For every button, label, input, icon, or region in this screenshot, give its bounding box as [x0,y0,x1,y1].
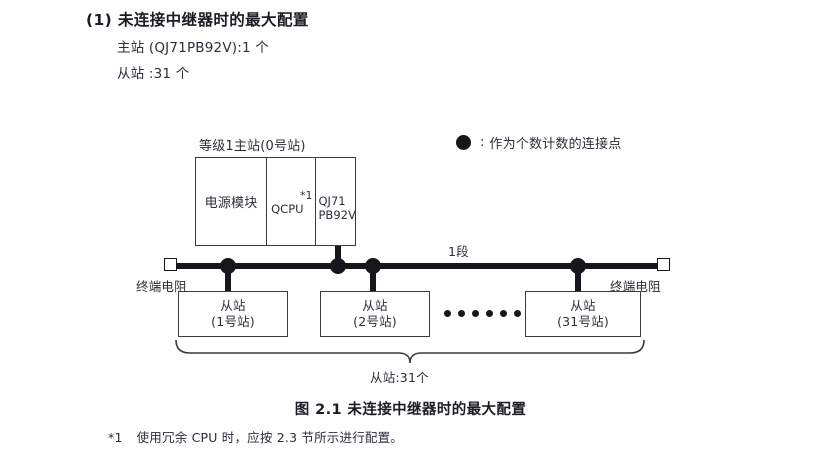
qcpu-label: QCPU [271,202,304,216]
power-module-label: 电源模块 [204,196,258,211]
footnote-text: 使用冗余 CPU 时，应按 2.3 节所示进行配置。 [136,430,403,445]
rack-cell-qj71pb92v: QJ71 PB92V [316,158,356,245]
spec-line-master: 主站 (QJ71PB92V):1 个 [117,40,269,56]
slave-station-number: (31号站) [557,314,609,329]
slave-drop-line [575,266,581,292]
section-heading: (1) 未连接中继器时的最大配置 [86,11,309,29]
master-station-label: 等级1主站(0号站) [199,139,306,154]
slave-title: 从站 [220,298,246,313]
spec-line-slave: 从站 :31 个 [117,66,190,82]
legend: : 作为个数计数的连接点 [456,133,621,152]
terminator-square-left-icon [164,258,177,271]
filled-circle-icon [456,135,471,150]
slave-title: 从站 [570,298,596,313]
master-drop-line [335,246,341,266]
master-rack: 电源模块 *1 QCPU QJ71 PB92V [195,157,356,246]
slave-station-number: (2号站) [353,314,397,329]
figure-caption: 图 2.1 未连接中继器时的最大配置 [294,402,527,418]
footnote: *1 使用冗余 CPU 时，应按 2.3 节所示进行配置。 [108,427,403,446]
legend-label: 作为个数计数的连接点 [489,137,622,152]
terminator-label-right: 终端电阻 [610,279,661,294]
terminator-label-left: 终端电阻 [136,279,187,294]
slave-station-box: 从站 (31号站) [525,291,641,337]
slave-title: 从站 [362,298,388,313]
bus-line [168,263,665,269]
qj71pb92v-label: QJ71 PB92V [318,194,356,222]
connection-point-icon [330,258,346,274]
slave-drop-line [225,266,231,292]
slave-station-number: (1号站) [211,314,255,329]
ellipsis-dots-icon [444,310,521,317]
footnote-mark: *1 [108,430,123,445]
slave-station-box: 从站 (1号站) [178,291,288,337]
legend-colon: : [480,135,485,150]
brace-label: 从站:31个 [370,370,429,385]
rack-cell-power-module: 电源模块 [196,158,268,245]
slave-station-box: 从站 (2号站) [320,291,430,337]
rack-cell-qcpu: *1 QCPU [267,158,316,245]
slave-drop-line [370,266,376,292]
segment-label: 1段 [448,244,469,259]
range-brace-icon [174,340,646,364]
qcpu-footnote-mark: *1 [300,189,313,202]
terminator-square-right-icon [657,258,670,271]
